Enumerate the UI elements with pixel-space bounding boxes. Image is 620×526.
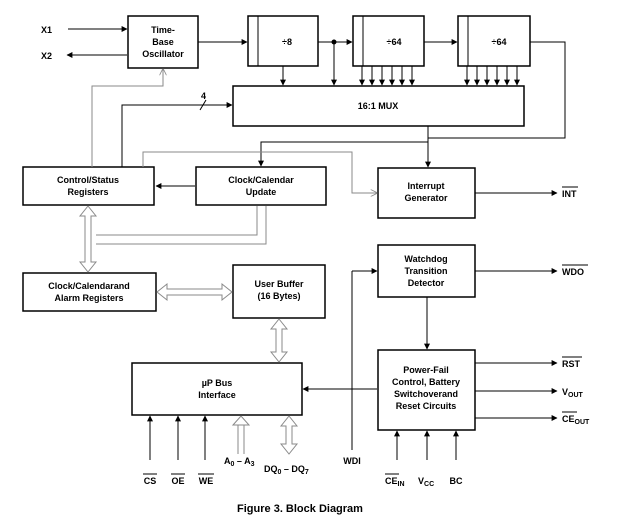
pin-x1: X1 <box>41 25 52 35</box>
alarm-regs-label-1: Clock/Calendarand <box>48 281 130 291</box>
oscillator-label-1: Time- <box>151 25 175 35</box>
clock-calendar-update-block: Clock/Calendar Update <box>195 166 327 206</box>
alarm-regs-label-2: Alarm Registers <box>54 293 123 303</box>
pin-cein: CEIN <box>385 476 405 488</box>
divide-by-64-block-2: ÷64 <box>457 15 531 67</box>
pin-vcc: VCC <box>418 476 434 488</box>
pin-labels: X1 X2 INT WDO RST VOUT CEOUT CS OE WE A0… <box>41 25 590 488</box>
pin-x2: X2 <box>41 51 52 61</box>
up-bus-label-2: Interface <box>198 390 236 400</box>
divide-by-8-block: ÷8 <box>247 15 319 67</box>
control-status-registers-block: Control/Status Registers <box>22 166 155 206</box>
interrupt-label-2: Generator <box>404 193 448 203</box>
pin-oe: OE <box>171 476 184 486</box>
power-fail-block: Power-Fail Control, Battery Switchoveran… <box>377 349 476 431</box>
pin-bc: BC <box>450 476 463 486</box>
pin-wdi: WDI <box>343 456 361 466</box>
user-buffer-label-1: User Buffer <box>254 279 304 289</box>
user-buffer-label-2: (16 Bytes) <box>257 291 300 301</box>
watchdog-label-1: Watchdog <box>404 254 447 264</box>
up-bus-interface-block: µP Bus Interface <box>131 362 303 416</box>
oscillator-label-2: Base <box>152 37 174 47</box>
alarm-registers-block: Clock/Calendarand Alarm Registers <box>22 272 157 312</box>
mux-label: 16:1 MUX <box>358 101 399 111</box>
power-fail-label-4: Reset Circuits <box>396 401 457 411</box>
clock-update-label-1: Clock/Calendar <box>228 175 294 185</box>
up-bus-label-1: µP Bus <box>202 378 233 388</box>
interrupt-label-1: Interrupt <box>408 181 445 191</box>
power-fail-label-3: Switchoverand <box>394 389 458 399</box>
interrupt-generator-block: Interrupt Generator <box>377 167 476 219</box>
bus-width-label: 4 <box>201 91 206 101</box>
pin-a0-a3: A0 – A3 <box>224 456 255 468</box>
pin-wdo: WDO <box>562 267 584 277</box>
pin-ceout: CEOUT <box>562 414 590 426</box>
div8-label: ÷8 <box>282 37 292 47</box>
pin-vout: VOUT <box>562 387 584 399</box>
pin-cs: CS <box>144 476 157 486</box>
pin-we: WE <box>199 476 214 486</box>
pin-rst: RST <box>562 359 581 369</box>
power-fail-label-2: Control, Battery <box>392 377 460 387</box>
divide-by-64-block-1: ÷64 <box>352 15 425 67</box>
pin-int: INT <box>562 189 577 199</box>
div64b-label: ÷64 <box>492 37 507 47</box>
figure-caption: Figure 3. Block Diagram <box>237 503 363 515</box>
watchdog-block: Watchdog Transition Detector <box>377 244 476 298</box>
pin-dq0-dq7: DQ0 – DQ7 <box>264 464 309 476</box>
oscillator-label-3: Oscillator <box>142 49 184 59</box>
div64a-label: ÷64 <box>387 37 402 47</box>
control-status-label-1: Control/Status <box>57 175 119 185</box>
user-buffer-block: User Buffer (16 Bytes) <box>232 264 326 319</box>
control-status-label-2: Registers <box>67 187 108 197</box>
clock-update-label-2: Update <box>246 187 277 197</box>
connections: 4 <box>66 26 566 460</box>
watchdog-label-2: Transition <box>404 266 447 276</box>
mux-block: 16:1 MUX <box>232 85 525 127</box>
power-fail-label-1: Power-Fail <box>403 365 449 375</box>
watchdog-label-3: Detector <box>408 278 445 288</box>
oscillator-block: Time- Base Oscillator <box>127 15 199 69</box>
